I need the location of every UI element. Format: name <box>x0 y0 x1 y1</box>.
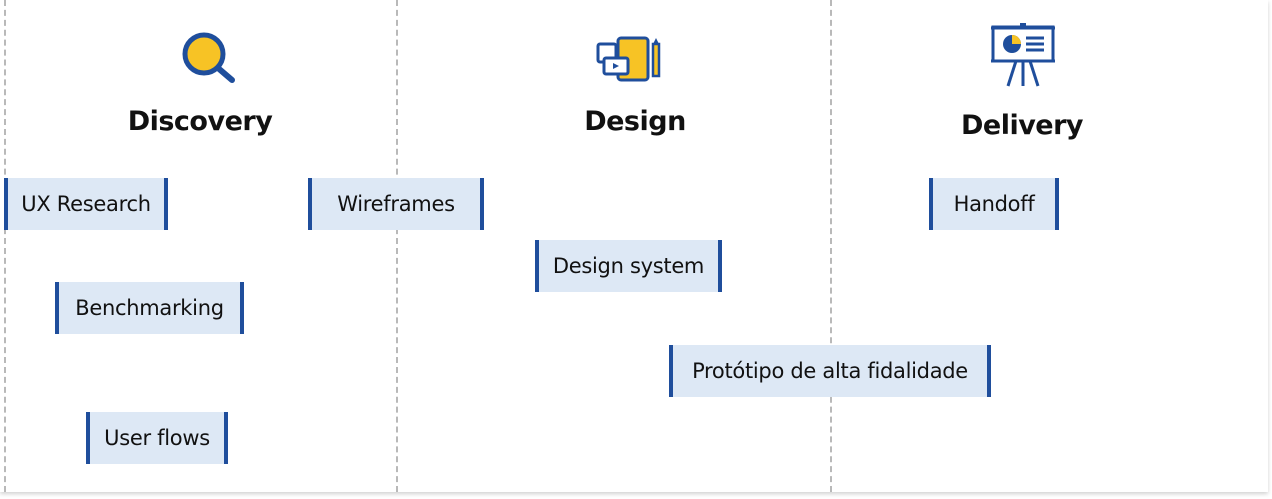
phase-title-discovery: Discovery <box>127 106 273 137</box>
left-edge-divider <box>4 0 6 492</box>
magnifier-icon <box>182 32 235 83</box>
tag-handoff: Handoff <box>929 178 1059 230</box>
presentation-board-icon <box>991 23 1055 87</box>
tag-design-system: Design system <box>535 240 722 292</box>
divider-design-delivery <box>830 0 832 492</box>
tag-benchmarking: Benchmarking <box>55 282 244 334</box>
tag-wireframes: Wireframes <box>308 178 484 230</box>
tag-prototipo-alta-fidelidade: Protótipo de alta fidalidade <box>669 345 991 397</box>
phase-title-design: Design <box>584 106 686 137</box>
tag-user-flows: User flows <box>86 412 228 464</box>
devices-pencil-icon <box>596 36 661 82</box>
tag-ux-research: UX Research <box>4 178 168 230</box>
phase-title-delivery: Delivery <box>960 110 1084 141</box>
divider-discovery-design <box>396 0 398 492</box>
